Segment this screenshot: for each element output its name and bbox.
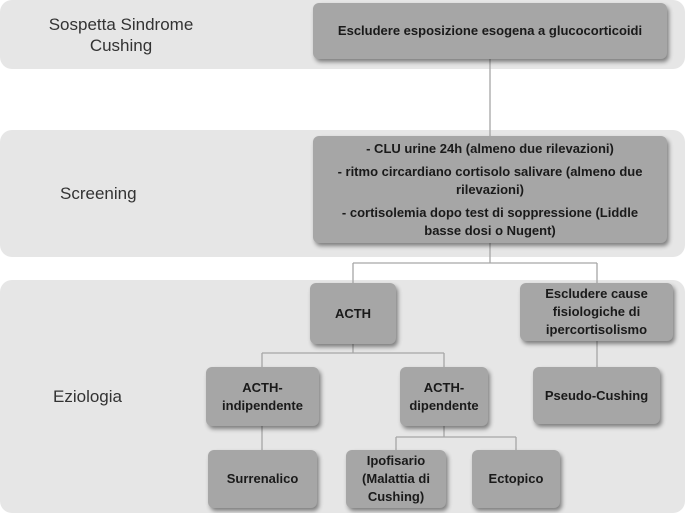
screening-item-clu: - CLU urine 24h (almeno due rilevazioni) [366, 141, 614, 156]
screening-item-salivare: - ritmo circardiano cortisolo salivare (… [337, 164, 643, 197]
node-surrenalico: Surrenalico [208, 450, 317, 508]
node-acth-dipendente: ACTH-dipendente [400, 367, 488, 426]
node-ectopico: Ectopico [472, 450, 560, 508]
node-screening-tests: - CLU urine 24h (almeno due rilevazioni)… [313, 136, 667, 243]
node-pseudo-cushing: Pseudo-Cushing [533, 367, 660, 424]
node-acth: ACTH [310, 283, 396, 344]
band-label-sospetta: Sospetta Sindrome Cushing [48, 15, 194, 55]
band-label-screening: Screening [60, 184, 137, 203]
node-ipofisario: Ipofisario (Malattia di Cushing) [346, 450, 446, 508]
node-escludere-cause: Escludere cause fisiologiche di ipercort… [520, 283, 673, 341]
node-escludere-esposizione: Escludere esposizione esogena a glucocor… [313, 3, 667, 59]
node-acth-indipendente: ACTH-indipendente [206, 367, 319, 426]
band-label-eziologia: Eziologia [53, 387, 122, 406]
screening-item-soppressione: - cortisolemia dopo test di soppressione… [341, 205, 639, 238]
